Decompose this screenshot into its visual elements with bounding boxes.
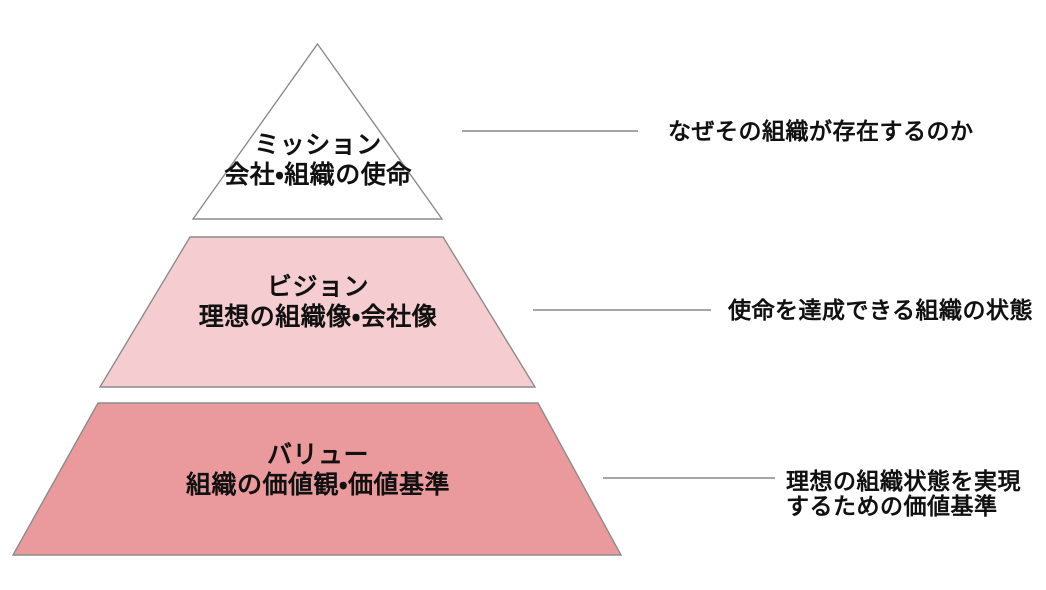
- mission-triangle-shape: [191, 42, 444, 220]
- mission-annotation: なぜその組織が存在するのか: [668, 118, 974, 144]
- value-trapezoid-shape: [11, 402, 623, 556]
- vision-annotation: 使命を達成できる組織の状態: [728, 297, 1034, 323]
- value-annotation: 理想の組織状態を実現 するための価値基準: [786, 468, 1021, 519]
- vision-trapezoid-shape: [98, 236, 537, 388]
